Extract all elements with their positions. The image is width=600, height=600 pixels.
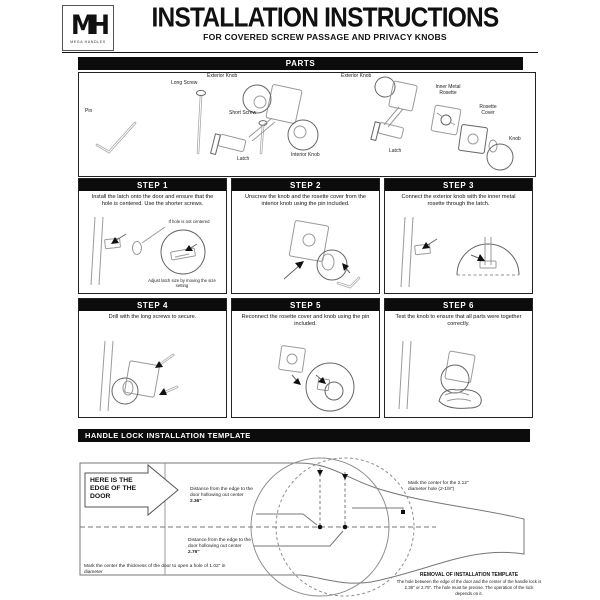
brand-logo: MH MEGA HANDLES bbox=[62, 5, 114, 51]
step-1-note-top: If hole is not centered bbox=[168, 219, 210, 224]
step-2-drawing bbox=[283, 220, 361, 289]
parts-diagram: Pin Long Screw Short Screw Exterior Knob… bbox=[78, 72, 536, 177]
distance-bottom-text: Distance from the edge to the door hollo… bbox=[188, 538, 251, 550]
part-label-rosette-cover: Rosette Cover bbox=[479, 104, 497, 116]
step-2-text: Unscrew the knob and the rosette cover f… bbox=[245, 193, 366, 207]
part-label-exterior-knob-right: Exterior Knob bbox=[341, 73, 372, 79]
parts-illustration bbox=[95, 76, 514, 171]
distance-top-text: Distance from the edge to the door hollo… bbox=[190, 487, 253, 499]
parts-section-title: PARTS bbox=[285, 59, 316, 68]
distance-bottom-value: 2.76" bbox=[188, 550, 200, 556]
step-4-drawing bbox=[99, 340, 179, 412]
step-3-text: Connect the exterior knob with the inner… bbox=[401, 193, 516, 207]
step-6-header: STEP 6 bbox=[385, 299, 532, 311]
step-6-text: Test the knob to ensure that all parts w… bbox=[395, 313, 522, 327]
mark-hole-center-label: Mark the center for the 2.12" diameter h… bbox=[408, 481, 469, 493]
step-1-header: STEP 1 bbox=[79, 179, 226, 191]
door-edge-arrow-label: HERE IS THE EDGE OF THE DOOR bbox=[90, 477, 137, 500]
removal-note-body: The hole between the edge of the door an… bbox=[396, 579, 542, 596]
page-title: INSTALLATION INSTRUCTIONS bbox=[151, 1, 500, 34]
step-4-text: Drill with the long screws to secure. bbox=[108, 313, 197, 320]
step-panel-5: STEP 5 Reconnect the rosette cover and k… bbox=[231, 298, 380, 418]
part-label-latch-right: Latch bbox=[389, 148, 402, 154]
part-label-interior-knob: Interior Knob bbox=[291, 152, 320, 158]
step-4-header: STEP 4 bbox=[79, 299, 226, 311]
steps-row-2: STEP 4 Drill with the long screws to sec… bbox=[78, 298, 533, 418]
steps-row-1: STEP 1 Install the latch onto the door a… bbox=[78, 178, 533, 294]
step-panel-6: STEP 6 Test the knob to ensure that all … bbox=[384, 298, 533, 418]
distance-top-label: Distance from the edge to the door hollo… bbox=[190, 487, 254, 506]
template-drawing bbox=[79, 457, 525, 597]
title-block: INSTALLATION INSTRUCTIONS FOR COVERED SC… bbox=[112, 1, 538, 43]
step-5-text: Reconnect the rosette cover and knob usi… bbox=[241, 313, 370, 327]
step-6-illustration bbox=[385, 339, 532, 417]
parts-section-header: PARTS bbox=[78, 57, 523, 70]
step-1-illustration: If hole is not centered Adjust latch siz… bbox=[79, 215, 226, 293]
part-label-pin: Pin bbox=[85, 108, 93, 114]
step-panel-4: STEP 4 Drill with the long screws to sec… bbox=[78, 298, 227, 418]
header-divider bbox=[62, 52, 538, 53]
part-label-latch: Latch bbox=[237, 156, 250, 162]
step-4-illustration bbox=[79, 339, 226, 417]
step-panel-1: STEP 1 Install the latch onto the door a… bbox=[78, 178, 227, 294]
step-panel-3: STEP 3 Connect the exterior knob with th… bbox=[384, 178, 533, 294]
step-1-drawing bbox=[90, 216, 206, 286]
step-5-drawing bbox=[278, 345, 355, 412]
part-label-short-screw: Short Screw bbox=[229, 110, 257, 116]
step-panel-2: STEP 2 Unscrew the knob and the rosette … bbox=[231, 178, 380, 294]
header: MH MEGA HANDLES INSTALLATION INSTRUCTION… bbox=[62, 3, 538, 51]
distance-top-value: 2.36" bbox=[190, 499, 202, 505]
step-6-drawing bbox=[398, 340, 482, 410]
logo-subtext: MEGA HANDLES bbox=[70, 39, 106, 44]
template-section-title: HANDLE LOCK INSTALLATION TEMPLATE bbox=[85, 431, 251, 440]
step-5-illustration bbox=[232, 339, 379, 417]
step-2-header: STEP 2 bbox=[232, 179, 379, 191]
part-label-inner-metal-rosette: Inner Metal Rosette bbox=[435, 84, 461, 96]
step-3-header: STEP 3 bbox=[385, 179, 532, 191]
distance-bottom-label: Distance from the edge to the door hollo… bbox=[188, 538, 252, 557]
step-1-note-bottom: Adjust latch size by moving the size set… bbox=[148, 278, 216, 289]
logo-monogram: MH bbox=[71, 9, 110, 40]
page-subtitle: FOR COVERED SCREW PASSAGE AND PRIVACY KN… bbox=[203, 32, 447, 43]
removal-note: REMOVAL OF INSTALLATION TEMPLATE The hol… bbox=[396, 572, 542, 597]
step-3-illustration bbox=[385, 215, 532, 293]
step-5-header: STEP 5 bbox=[232, 299, 379, 311]
step-3-drawing bbox=[400, 216, 520, 288]
installation-template-diagram: HERE IS THE EDGE OF THE DOOR Distance fr… bbox=[0, 450, 600, 600]
removal-note-title: REMOVAL OF INSTALLATION TEMPLATE bbox=[419, 572, 519, 578]
step-1-text: Install the latch onto the door and ensu… bbox=[91, 193, 214, 207]
step-2-illustration bbox=[232, 215, 379, 293]
part-label-knob: Knob bbox=[509, 136, 521, 142]
part-label-exterior-knob: Exterior Knob bbox=[207, 73, 238, 79]
part-label-long-screw: Long Screw bbox=[171, 80, 198, 86]
template-section-header: HANDLE LOCK INSTALLATION TEMPLATE bbox=[78, 429, 530, 442]
mark-thickness-label: Mark the center the thickness of the doo… bbox=[84, 564, 226, 576]
